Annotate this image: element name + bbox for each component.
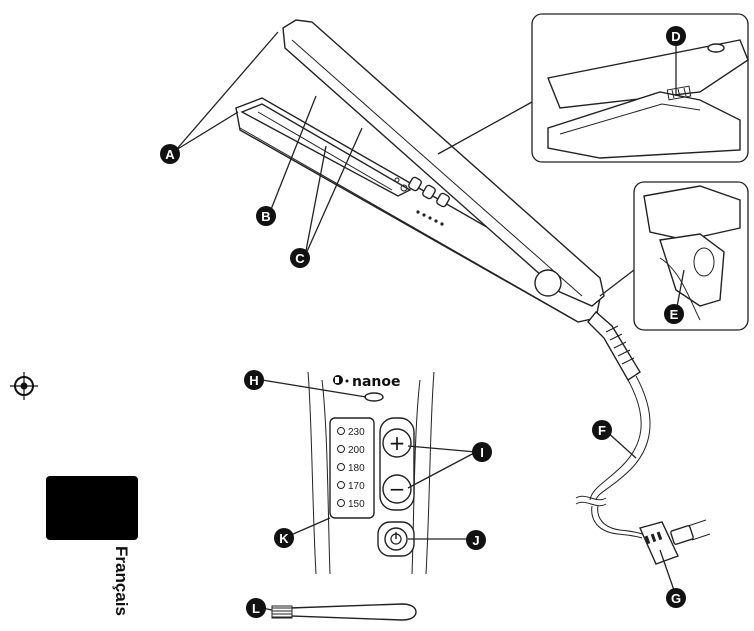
power-icon [390, 532, 402, 545]
temperature-label: 180 [348, 463, 365, 474]
callout-j: J [466, 530, 486, 550]
svg-text:E: E [670, 307, 679, 322]
callout-i: I [472, 442, 492, 462]
svg-text:L: L [252, 601, 260, 616]
svg-text:C: C [295, 251, 305, 266]
svg-text:G: G [671, 591, 681, 606]
callout-g: G [666, 588, 686, 608]
temperature-indicator-list: 230 200 180 170 150 [337, 427, 365, 510]
temperature-label: 200 [348, 445, 365, 456]
language-tab [46, 476, 138, 540]
callout-e: E [664, 304, 684, 324]
svg-text:J: J [472, 533, 479, 548]
svg-text:B: B [261, 209, 270, 224]
callout-d: D [666, 26, 686, 46]
inset-detail-e [599, 181, 749, 331]
crosshair-icon [10, 372, 38, 400]
control-panel-detail: nanoe 230 200 180 170 150 + − [307, 371, 435, 575]
temperature-label: 170 [348, 481, 365, 492]
callout-b: B [256, 206, 276, 226]
svg-text:D: D [671, 29, 680, 44]
plus-button-symbol: + [389, 431, 406, 455]
callout-a: A [160, 144, 180, 164]
callout-f: F [592, 420, 612, 440]
svg-text:I: I [480, 445, 484, 460]
callout-h: H [244, 370, 264, 390]
svg-text:A: A [165, 147, 175, 162]
callout-k: K [274, 528, 294, 548]
callout-c: C [290, 248, 310, 268]
leader-lines [175, 31, 685, 611]
inset-detail-d [437, 13, 749, 163]
nanoe-logo-text: nanoe [352, 374, 401, 390]
temperature-label: 150 [348, 499, 365, 510]
svg-text:F: F [598, 423, 606, 438]
cleaning-brush [271, 603, 417, 621]
minus-button-symbol: − [389, 477, 406, 501]
svg-text:H: H [249, 373, 258, 388]
temperature-label: 230 [348, 427, 365, 438]
language-label: Français [112, 546, 131, 616]
straightener-body [235, 19, 711, 565]
svg-text:K: K [279, 531, 289, 546]
callout-l: L [246, 598, 266, 618]
